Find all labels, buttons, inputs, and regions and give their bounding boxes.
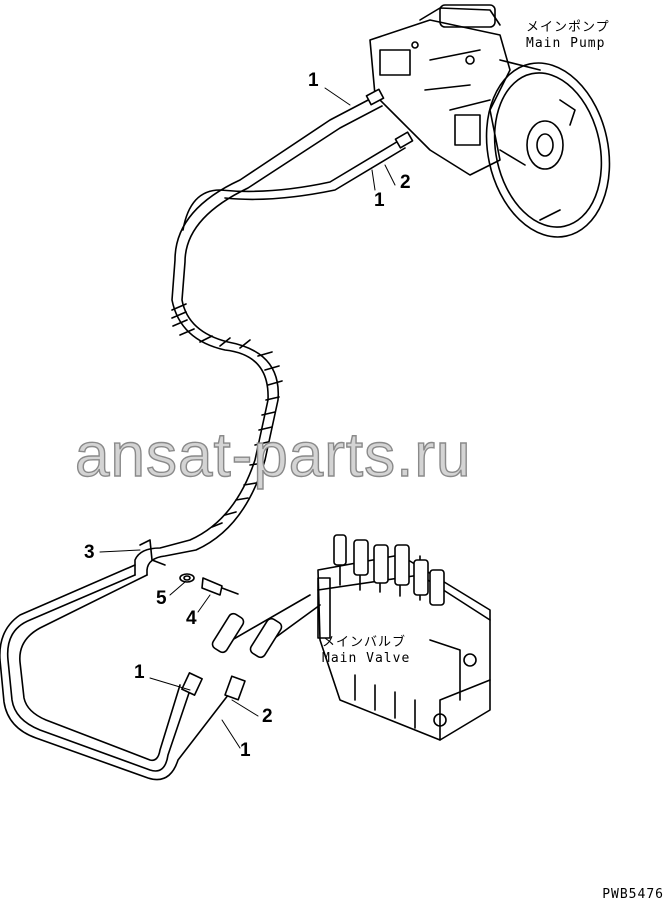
hoses — [0, 88, 414, 781]
callout-2-bottom: 2 — [262, 706, 273, 727]
callout-1-top-hose-2: 1 — [374, 190, 385, 211]
callout-3-clamp: 3 — [84, 542, 95, 563]
clamp-bolt — [139, 539, 239, 596]
callout-1-bottom-hose-2: 1 — [240, 740, 251, 761]
pump-label-jp: メインポンプ — [526, 20, 610, 35]
valve-label-jp: メインバルブ — [322, 635, 407, 650]
callout-2-top: 2 — [400, 172, 411, 193]
callout-5-washer: 5 — [156, 588, 167, 609]
main-pump — [369, 4, 611, 238]
leader-lines — [99, 87, 396, 749]
callout-1-bottom-hose: 1 — [134, 662, 145, 683]
callout-4-bolt: 4 — [186, 608, 197, 629]
drawing-code: PWB5476 — [602, 887, 664, 902]
valve-label: メインバルブ Main Valve — [322, 635, 410, 667]
watermark: ansat-parts.ru — [74, 420, 472, 490]
valve-label-en: Main Valve — [322, 651, 411, 666]
callout-1-top-hose: 1 — [308, 70, 319, 91]
pump-label: メインポンプ Main Pump — [526, 20, 610, 52]
pump-label-en: Main Pump — [526, 36, 606, 51]
main-valve — [317, 534, 491, 741]
